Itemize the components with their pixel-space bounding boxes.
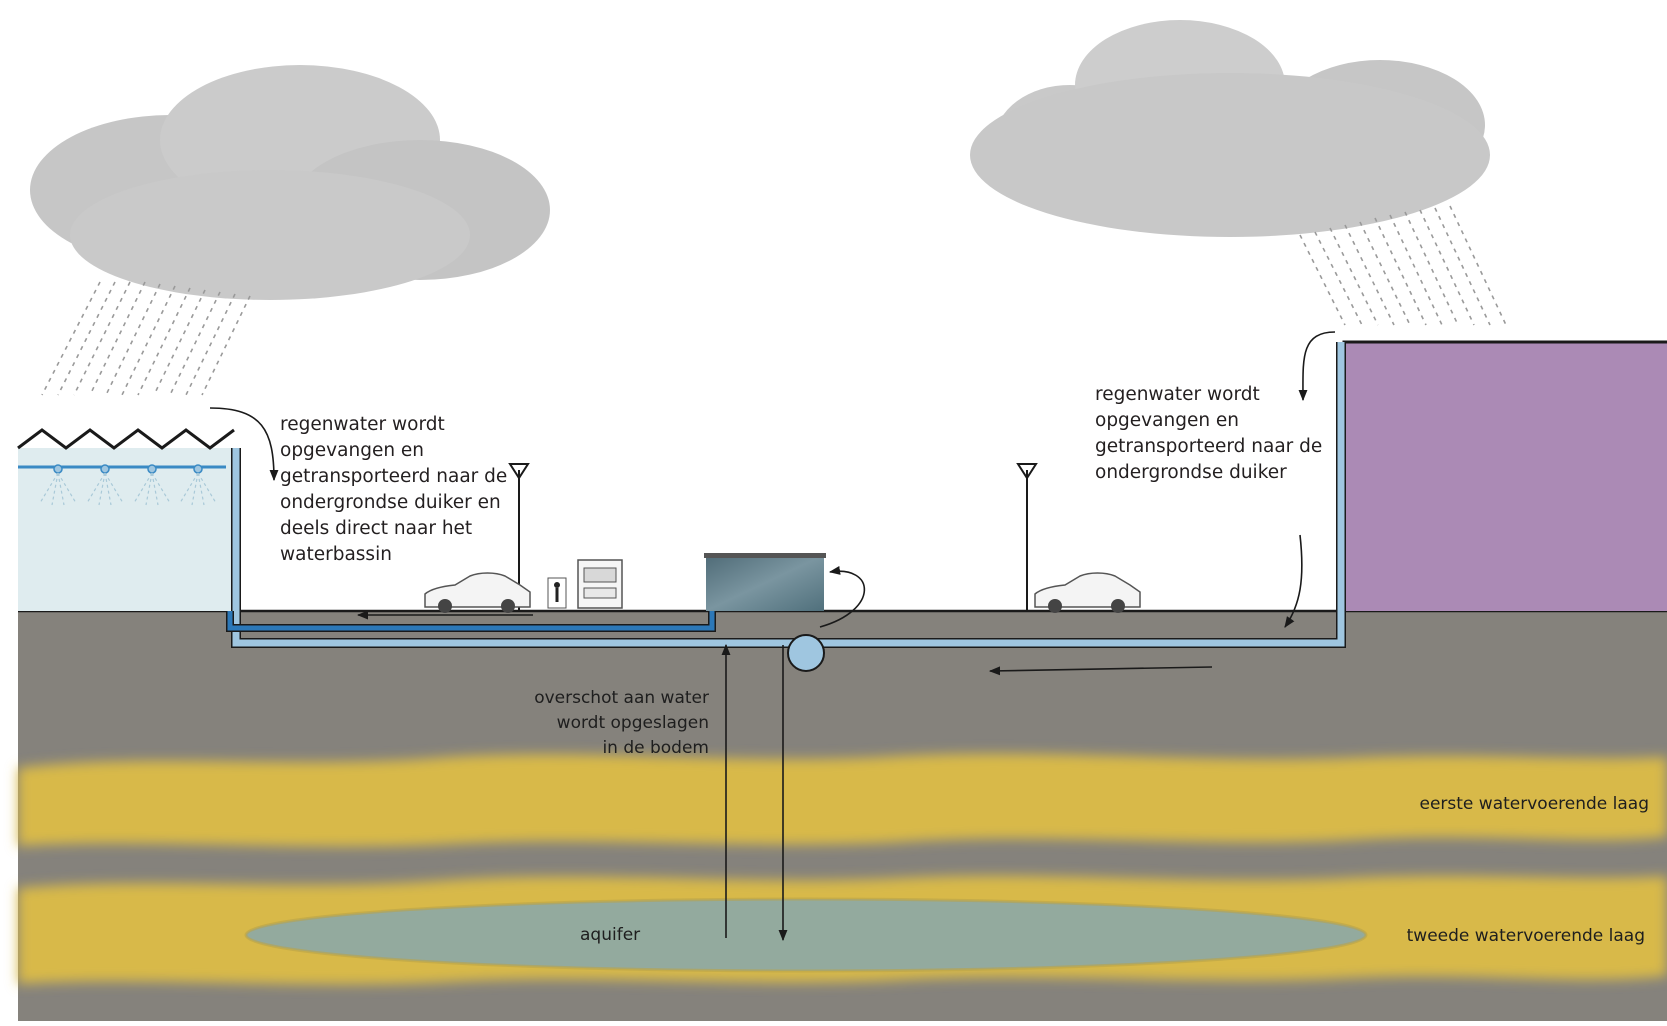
right-callout-line-1: regenwater wordt <box>1095 384 1260 405</box>
flow-arrows <box>209 331 1336 942</box>
building-icon <box>1342 340 1667 611</box>
right-callout-line-4: ondergrondse duiker <box>1095 462 1287 483</box>
rain-right <box>1299 205 1507 326</box>
water-basin-icon <box>704 553 826 611</box>
left-callout-line-3: getransporteerd naar de <box>280 466 508 487</box>
storage-note-line-3: in de bodem <box>602 738 709 758</box>
left-callout-line-1: regenwater wordt <box>280 414 445 435</box>
soil-section <box>18 610 1667 1021</box>
second-layer-label: tweede watervoerende laag <box>1406 926 1645 946</box>
rain-cloud-icon-right <box>970 20 1507 326</box>
streetlight-icon-right <box>1016 463 1038 611</box>
left-callout-line-2: opgevangen en <box>280 440 425 461</box>
truck-icon <box>577 559 623 609</box>
first-layer-label: eerste watervoerende laag <box>1419 794 1650 814</box>
right-callout-text: regenwater wordt opgevangen en getranspo… <box>1095 382 1322 486</box>
storage-note-line-1: overschot aan water <box>534 688 709 708</box>
pipe-flow-arrow <box>988 666 1213 676</box>
pump-icon <box>787 634 825 672</box>
left-callout-line-4: ondergrondse duiker en <box>280 492 501 513</box>
aquifer-water-edge <box>244 897 1368 973</box>
left-callout-line-5: deels direct naar het <box>280 518 473 539</box>
left-callout-text: regenwater wordt opgevangen en getranspo… <box>280 412 507 568</box>
aquifer-water-body <box>246 899 1366 971</box>
rain-cloud-icon-left <box>30 65 550 396</box>
rain-left <box>41 281 251 396</box>
pump-to-basin-arrow <box>819 566 866 628</box>
right-callout-line-2: opgevangen en <box>1095 410 1240 431</box>
aquifer-label: aquifer <box>580 925 641 945</box>
roof-to-downpipe-arrow-right <box>1298 331 1336 402</box>
right-callout-line-3: getransporteerd naar de <box>1095 436 1323 457</box>
car-icon-left <box>424 572 531 613</box>
storage-note-line-2: wordt opgeslagen <box>556 713 709 733</box>
drainage-pipe-system <box>226 342 1346 648</box>
greenhouse-icon <box>17 428 236 611</box>
down-to-pipe-arrow-right <box>1284 534 1303 628</box>
cyclist-icon <box>547 577 567 609</box>
roof-to-downpipe-arrow-left <box>209 407 279 482</box>
storage-note-text: overschot aan water wordt opgeslagen in … <box>534 686 709 761</box>
first-aquifer-layer <box>18 753 1667 847</box>
car-icon-right <box>1034 572 1141 613</box>
left-callout-line-6: waterbassin <box>280 544 392 565</box>
